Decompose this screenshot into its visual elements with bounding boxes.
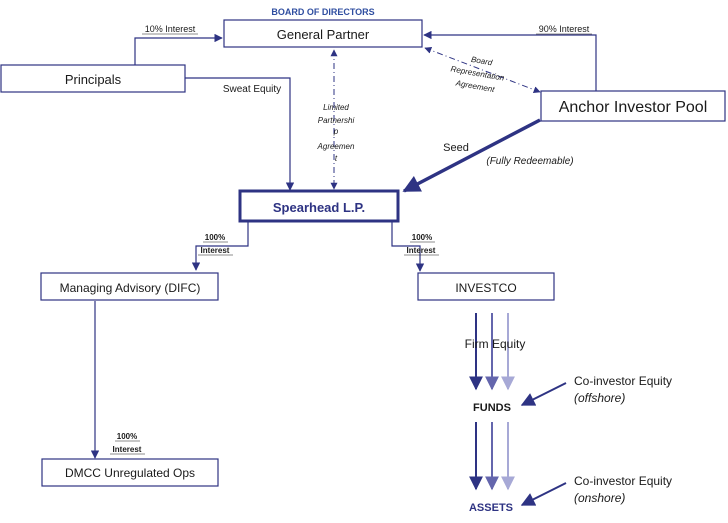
principals-interest-label: 10% Interest <box>145 24 196 34</box>
lpa-label-line-3: p <box>333 127 339 136</box>
coinvestor-offshore-line-2: (offshore) <box>574 391 625 405</box>
spearhead-investco-interest-word: Interest <box>407 246 436 255</box>
spearhead-box <box>238 189 400 223</box>
board-of-directors-label: BOARD OF DIRECTORS <box>271 7 374 17</box>
spearhead-investco-interest-pct: 100% <box>412 233 432 242</box>
managing-advisory-box <box>40 272 219 301</box>
investco-box <box>417 272 555 301</box>
lpa-label-line-1: Limited <box>323 103 349 112</box>
sweat-equity-label: Sweat Equity <box>223 84 281 95</box>
managing-dmcc-interest-word: Interest <box>113 445 142 454</box>
coinvestor-offshore-line-1: Co-investor Equity <box>574 374 672 388</box>
seed-connector <box>402 118 541 193</box>
managing-advisory-label: Managing Advisory (DIFC) <box>60 281 201 295</box>
bra-label-line-1: Board <box>470 55 493 68</box>
coinvestor-offshore-arrow <box>520 382 567 406</box>
principals-label: Principals <box>65 72 122 87</box>
anchor-interest-label: 90% Interest <box>539 24 590 34</box>
firm-equity-label: Firm Equity <box>465 337 526 351</box>
spearhead-to-managing-connector <box>191 222 249 271</box>
principals-box <box>0 64 186 93</box>
lpa-label-line-2: Partnershi <box>318 116 355 125</box>
lpa-label-line-4: Agreemen <box>317 142 355 151</box>
sweat-equity-connector <box>185 77 295 191</box>
bra-label-line-3: Agreement <box>454 78 496 94</box>
fully-redeemable-label: (Fully Redeemable) <box>486 156 573 167</box>
seed-label: Seed <box>443 142 469 154</box>
anchor-investor-pool-box <box>540 90 726 122</box>
spearhead-managing-interest-word: Interest <box>201 246 230 255</box>
dmcc-label: DMCC Unregulated Ops <box>65 466 195 480</box>
spearhead-managing-interest-pct: 100% <box>205 233 225 242</box>
principals-to-gp-connector <box>134 33 223 66</box>
spearhead-to-investco-connector <box>391 222 425 272</box>
dmcc-box <box>41 458 219 487</box>
bra-connector <box>424 46 541 94</box>
lpa-label-line-5: t <box>335 154 338 163</box>
coinvestor-onshore-line-1: Co-investor Equity <box>574 474 672 488</box>
general-partner-box <box>223 19 423 48</box>
coinvestor-onshore-line-2: (onshore) <box>574 491 625 505</box>
managing-dmcc-interest-pct: 100% <box>117 432 137 441</box>
investco-label: INVESTCO <box>455 281 516 295</box>
spearhead-label: Spearhead L.P. <box>273 200 365 215</box>
general-partner-label: General Partner <box>277 27 370 42</box>
assets-label: ASSETS <box>469 502 513 514</box>
anchor-to-gp-connector <box>423 30 597 91</box>
coinvestor-onshore-arrow <box>520 482 567 506</box>
funds-label: FUNDS <box>473 402 511 414</box>
anchor-investor-pool-label: Anchor Investor Pool <box>559 99 708 116</box>
